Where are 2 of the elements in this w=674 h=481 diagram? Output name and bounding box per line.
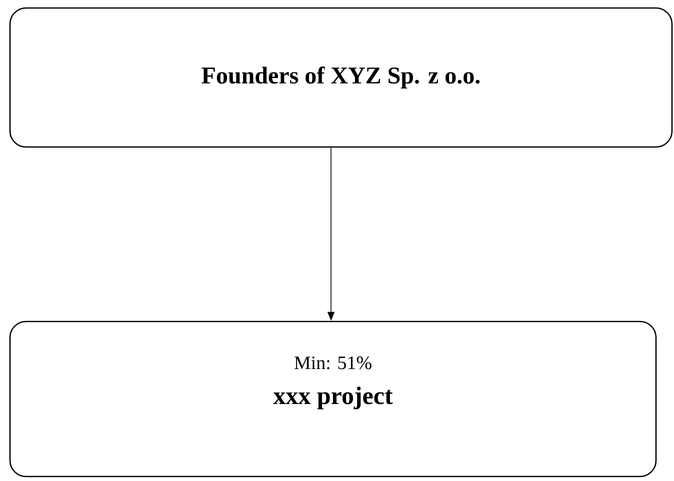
rounded-box: Founders of XYZ Sp. z o.o. xyxy=(9,7,673,148)
rounded-box: Min: 51% xxx project xyxy=(9,320,657,478)
